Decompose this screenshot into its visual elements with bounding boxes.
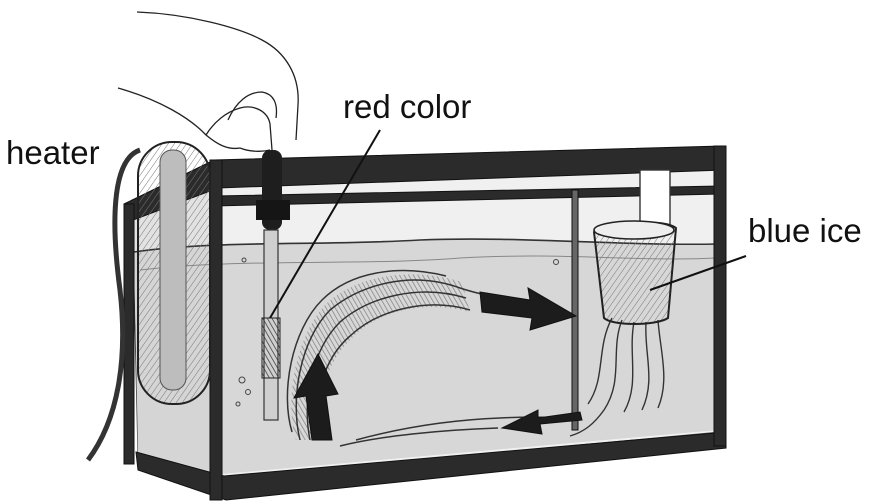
blue-ice-label: blue ice [748, 214, 862, 247]
red-color-label: red color [343, 90, 471, 123]
hand-drawing [118, 12, 298, 151]
heater-label: heater [6, 136, 100, 169]
